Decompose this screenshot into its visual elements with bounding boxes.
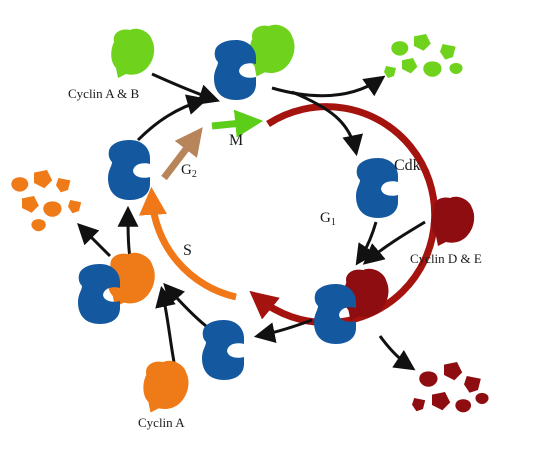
- cyclin-de-label: Cyclin D & E: [410, 251, 482, 266]
- phase-s-arc: [139, 186, 237, 301]
- phase-m-label: M: [229, 132, 243, 149]
- cdk-free: [356, 158, 398, 218]
- cdk-cyclin-ab-complex: [214, 24, 295, 100]
- arrow-cdk-down: [355, 221, 378, 266]
- phase-g2-label: G2: [181, 162, 197, 180]
- cyclin-a-free: [143, 360, 189, 413]
- arrow-cyclin-ab-binding: [151, 72, 220, 105]
- arrow-to-cdk: [291, 90, 363, 157]
- arrow-cyclin-de-binding: [362, 220, 426, 265]
- cyclin-ab-label: Cyclin A & B: [68, 86, 139, 101]
- cdk-label: Cdk: [394, 157, 421, 174]
- arrow-bottom-to-complex-a: [163, 282, 207, 328]
- cdk-cyclin-a-complex: [78, 252, 155, 324]
- cyclin-a-fragments: [11, 170, 82, 232]
- arrow-degrade-a: [77, 223, 112, 258]
- phase-s-label: S: [183, 242, 192, 259]
- cdk-cyclin-de-complex: [314, 268, 389, 344]
- cyclin-ab-fragments: [384, 34, 463, 78]
- cyclin-ab-free: [111, 28, 155, 79]
- cyclin-de-free: [431, 196, 475, 246]
- phase-g2-arc: [161, 127, 203, 181]
- cdk-bottom: [202, 320, 244, 380]
- phase-cycle: [139, 103, 439, 327]
- cyclin-a-label: Cyclin A: [138, 415, 185, 430]
- arrow-de-to-cdk-bottom: [253, 318, 313, 343]
- arrow-cyclin-a-binding: [155, 285, 176, 363]
- cdk-left: [108, 140, 150, 200]
- phase-g1-label: G1: [320, 210, 336, 228]
- arrow-complex-a-up: [117, 205, 139, 259]
- arrow-to-top: [136, 94, 209, 142]
- arrow-degrade-ab: [271, 75, 386, 98]
- cyclin-de-fragments: [412, 362, 489, 413]
- arrow-degrade-de: [378, 335, 416, 371]
- phase-m-arc: [211, 109, 264, 138]
